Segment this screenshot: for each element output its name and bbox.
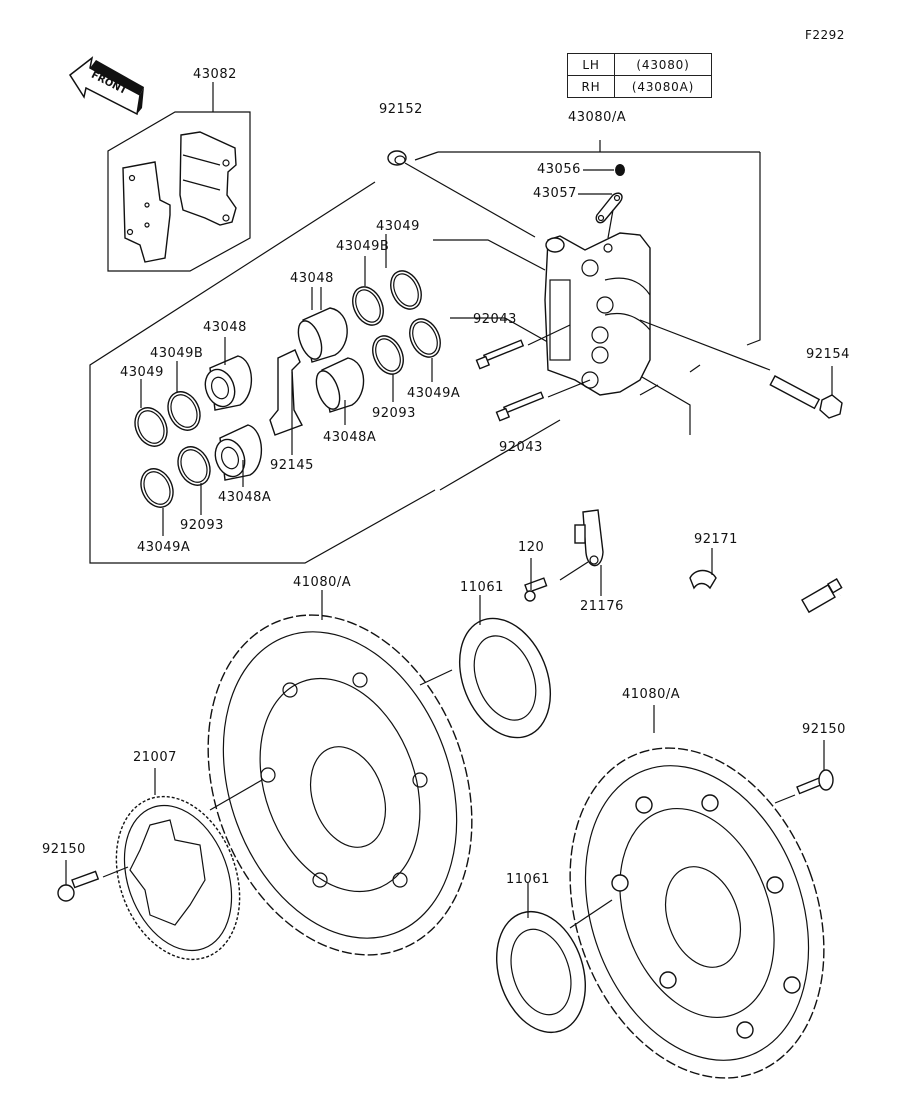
callout-92150-left[interactable]: 92150 [42,842,86,857]
callout-43049B-left[interactable]: 43049B [150,346,204,361]
variant-side: RH [567,75,615,98]
variant-row-lh: LH (43080) [567,53,712,76]
callout-43056[interactable]: 43056 [537,162,581,177]
callout-11061-bottom[interactable]: 11061 [506,872,550,887]
callout-43048-top[interactable]: 43048 [290,271,334,286]
callout-92150-right[interactable]: 92150 [802,722,846,737]
callout-92043-top[interactable]: 92043 [473,312,517,327]
bleeder-valve-drawing[interactable] [578,140,625,239]
callout-41080A-left[interactable]: 41080/A [293,575,352,590]
brake-pad-set-drawing[interactable] [107,82,251,272]
callout-43057[interactable]: 43057 [533,186,577,201]
callout-120[interactable]: 120 [518,540,545,555]
gasket-bottom-drawing[interactable] [482,883,613,1044]
front-arrow-icon: FRONT [68,56,144,116]
callout-43080A[interactable]: 43080/A [568,110,627,125]
variant-row-rh: RH (43080A) [567,75,712,98]
callout-43049-top[interactable]: 43049 [376,219,420,234]
callout-92093-left[interactable]: 92093 [180,518,224,533]
disc-bolt-left-drawing[interactable] [57,860,129,902]
abs-rotor-drawing[interactable] [95,768,263,977]
callout-43048-left[interactable]: 43048 [203,320,247,335]
brake-disc-right-drawing[interactable] [526,705,868,1103]
variant-table: LH (43080) RH (43080A) [567,53,712,98]
variant-code[interactable]: (43080) [614,53,712,76]
callout-21176[interactable]: 21176 [580,599,624,614]
callout-43049-left[interactable]: 43049 [120,365,164,380]
pad-pin-drawing[interactable] [475,324,591,422]
variant-code[interactable]: (43080A) [614,75,712,98]
callout-92043-bottom[interactable]: 92043 [499,440,543,455]
gasket-top-drawing[interactable] [419,595,567,751]
disc-bolt-right-drawing[interactable] [774,740,834,804]
callout-43049B-top[interactable]: 43049B [336,239,390,254]
callout-92171[interactable]: 92171 [694,532,738,547]
callout-11061-top[interactable]: 11061 [460,580,504,595]
callout-43082[interactable]: 43082 [193,67,237,82]
callout-92154[interactable]: 92154 [806,347,850,362]
variant-side: LH [567,53,615,76]
callout-92152[interactable]: 92152 [379,102,423,117]
brake-disc-left-drawing[interactable] [163,578,518,992]
callout-92145[interactable]: 92145 [270,458,314,473]
callout-43048A-right[interactable]: 43048A [323,430,377,445]
callout-92093-right[interactable]: 92093 [372,406,416,421]
brake-caliper-drawing[interactable] [544,232,651,396]
callout-43049A-right[interactable]: 43049A [407,386,461,401]
piston-seals-drawing[interactable] [129,234,446,536]
callout-21007[interactable]: 21007 [133,750,177,765]
callout-43049A-left[interactable]: 43049A [137,540,191,555]
callout-41080A-right[interactable]: 41080/A [622,687,681,702]
figure-code: F2292 [805,28,845,42]
cap-92152-drawing[interactable] [387,150,536,238]
piston-kit-outline [89,151,761,564]
mounting-bolt-drawing[interactable] [639,319,843,419]
abs-sensor-drawing[interactable] [524,444,856,614]
callout-43048A-left[interactable]: 43048A [218,490,272,505]
